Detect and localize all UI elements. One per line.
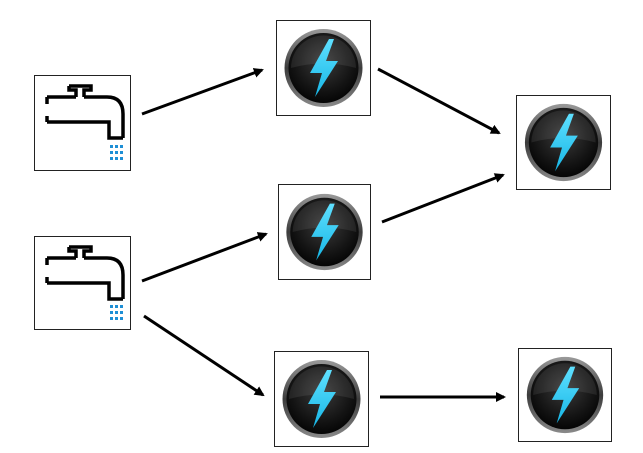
source-node-2	[34, 236, 131, 330]
edge-bolt-2-to-bolt-4	[381, 173, 505, 224]
faucet-icon	[45, 245, 125, 320]
lightning-bolt-icon	[524, 103, 603, 182]
bolt-node-1	[276, 20, 371, 116]
lightning-bolt-icon	[286, 193, 363, 271]
edge-source-2-to-bolt-2	[141, 232, 268, 283]
lightning-bolt-icon	[526, 356, 604, 434]
bolt-node-2	[278, 184, 371, 280]
source-node-1	[34, 75, 131, 171]
edge-source-2-to-bolt-3	[143, 314, 265, 397]
edge-bolt-1-to-bolt-4	[377, 67, 501, 135]
bolt-node-3	[274, 351, 369, 447]
lightning-bolt-icon	[284, 29, 363, 107]
lightning-bolt-icon	[282, 360, 361, 438]
bolt-node-5	[518, 348, 612, 442]
edge-source-1-to-bolt-1	[141, 68, 264, 116]
bolt-node-4	[516, 95, 611, 190]
faucet-icon	[45, 84, 125, 160]
